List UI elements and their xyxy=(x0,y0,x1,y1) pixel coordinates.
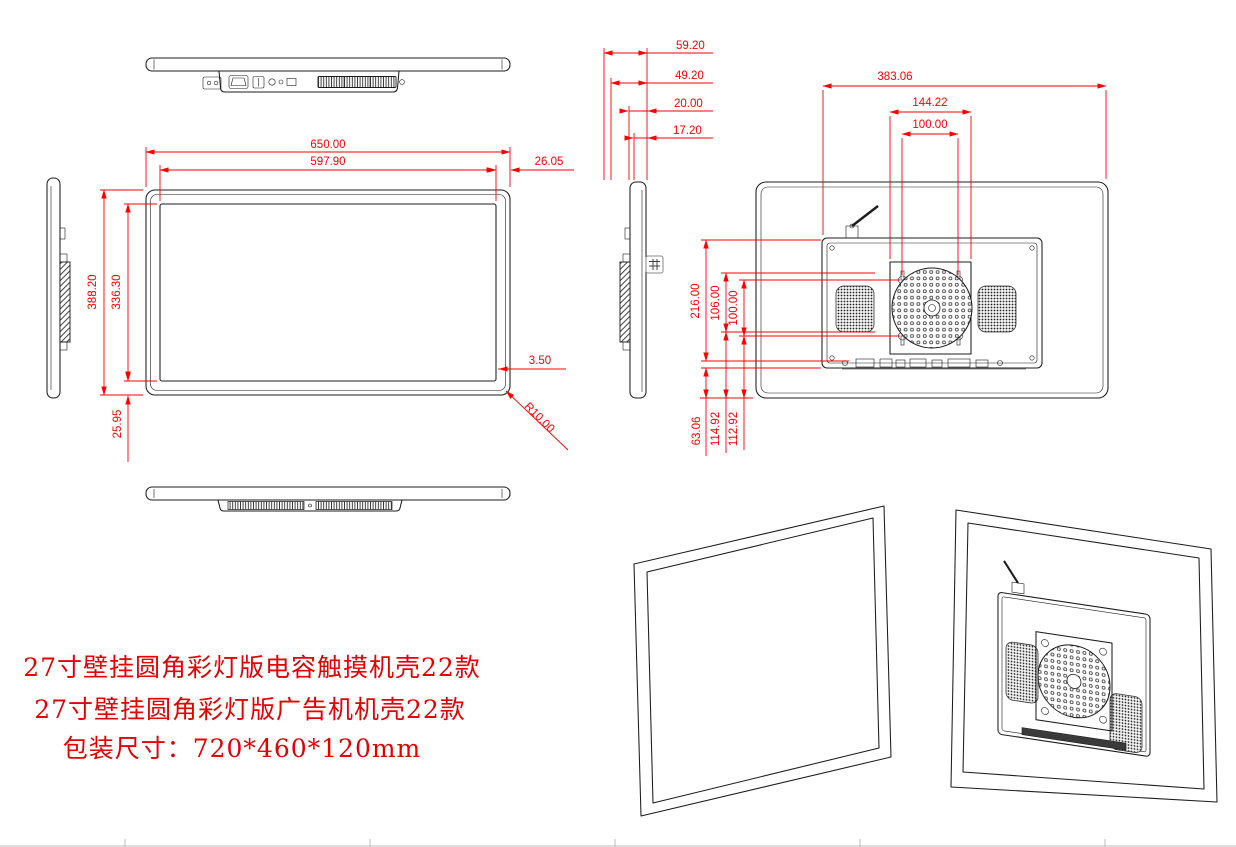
product-note-line2: 27寸壁挂圆角彩灯版广告机机壳22款 xyxy=(34,695,466,724)
usb-port xyxy=(286,78,297,86)
mount-bracket-left xyxy=(59,253,71,351)
sheet-ticks xyxy=(0,839,1236,847)
rear-dims: 383.06 144.22 100.00 216.00 106.00 100.0… xyxy=(690,71,1107,456)
front-view xyxy=(145,189,511,396)
dim-overall-width-label: 650.00 xyxy=(310,139,345,151)
dim-screen-height-label: 336.30 xyxy=(111,274,123,309)
wifi-antenna xyxy=(845,205,879,239)
fan-vent xyxy=(891,267,973,349)
io-port-row xyxy=(842,358,1026,370)
mount-bracket-right xyxy=(619,253,631,351)
product-notes: 27寸壁挂圆角彩灯版电容触摸机壳22款 27寸壁挂圆角彩灯版广告机机壳22款 包… xyxy=(23,653,481,763)
connector-strip xyxy=(317,76,397,88)
persp-fan-vent xyxy=(1037,644,1111,719)
dim-cutout-width-label: 383.06 xyxy=(877,71,912,83)
top-view xyxy=(145,57,511,93)
dim-screen-width-label: 597.90 xyxy=(310,156,345,168)
speaker-grille-strip-right xyxy=(315,501,393,510)
persp-front-screen xyxy=(646,517,880,804)
dim-bottom-offset-a-label: 63.06 xyxy=(691,417,703,446)
screen-area xyxy=(159,203,497,382)
speaker-grille-strip-left xyxy=(227,501,305,510)
dim-vesa-width-label: 100.00 xyxy=(912,119,947,131)
side-nub xyxy=(59,227,66,240)
bezel-line xyxy=(150,194,506,391)
dim-glass-gap-label: 3.50 xyxy=(529,355,551,367)
dim-mount-width-label: 144.22 xyxy=(912,97,947,109)
dim-bottom-bezel-label: 25.95 xyxy=(112,410,124,439)
dim-overall-height-label: 388.20 xyxy=(87,274,99,309)
dim-depth-body-label: 49.20 xyxy=(675,70,704,82)
persp-vesa-plate xyxy=(1035,631,1113,732)
dim-vesa-height-label: 100.00 xyxy=(728,290,740,325)
dim-bottom-offset-b-label: 114.92 xyxy=(710,412,722,446)
persp-rear-view xyxy=(950,509,1218,803)
persp-io-strip xyxy=(1021,727,1127,751)
grid-icon xyxy=(645,255,664,274)
persp-speaker-right xyxy=(1109,693,1143,753)
dim-side-bezel-label: 26.05 xyxy=(535,156,564,168)
speaker-grille-left xyxy=(835,285,875,333)
dim-depth-front-label: 17.20 xyxy=(673,125,702,137)
persp-front-view xyxy=(633,505,892,817)
side-nub xyxy=(624,227,631,240)
product-note-line1: 27寸壁挂圆角彩灯版电容触摸机壳22款 xyxy=(23,653,481,682)
package-size-note: 包装尺寸：720*460*120mm xyxy=(63,734,422,763)
side-view-right xyxy=(619,181,647,399)
power-switch xyxy=(252,76,265,89)
dim-depth-total-label: 59.20 xyxy=(676,40,705,52)
dim-bottom-offset-c-label: 112.92 xyxy=(728,412,740,446)
side-view-left xyxy=(46,177,71,399)
led-hole xyxy=(278,79,284,85)
rear-view xyxy=(755,181,1109,399)
dim-depth-step-label: 20.00 xyxy=(674,98,703,110)
dim-cutout-height-label: 216.00 xyxy=(690,283,702,318)
ac-inlet xyxy=(228,75,249,89)
speaker-grille-right xyxy=(977,285,1017,333)
jack-port xyxy=(268,78,276,86)
bottom-view xyxy=(145,486,511,512)
dim-mount-height-label: 106.00 xyxy=(710,285,722,320)
screw-hole xyxy=(399,79,405,85)
persp-antenna xyxy=(1003,560,1025,595)
side-dims: 59.20 49.20 20.00 17.20 xyxy=(603,40,713,180)
persp-speaker-left xyxy=(1005,641,1039,704)
